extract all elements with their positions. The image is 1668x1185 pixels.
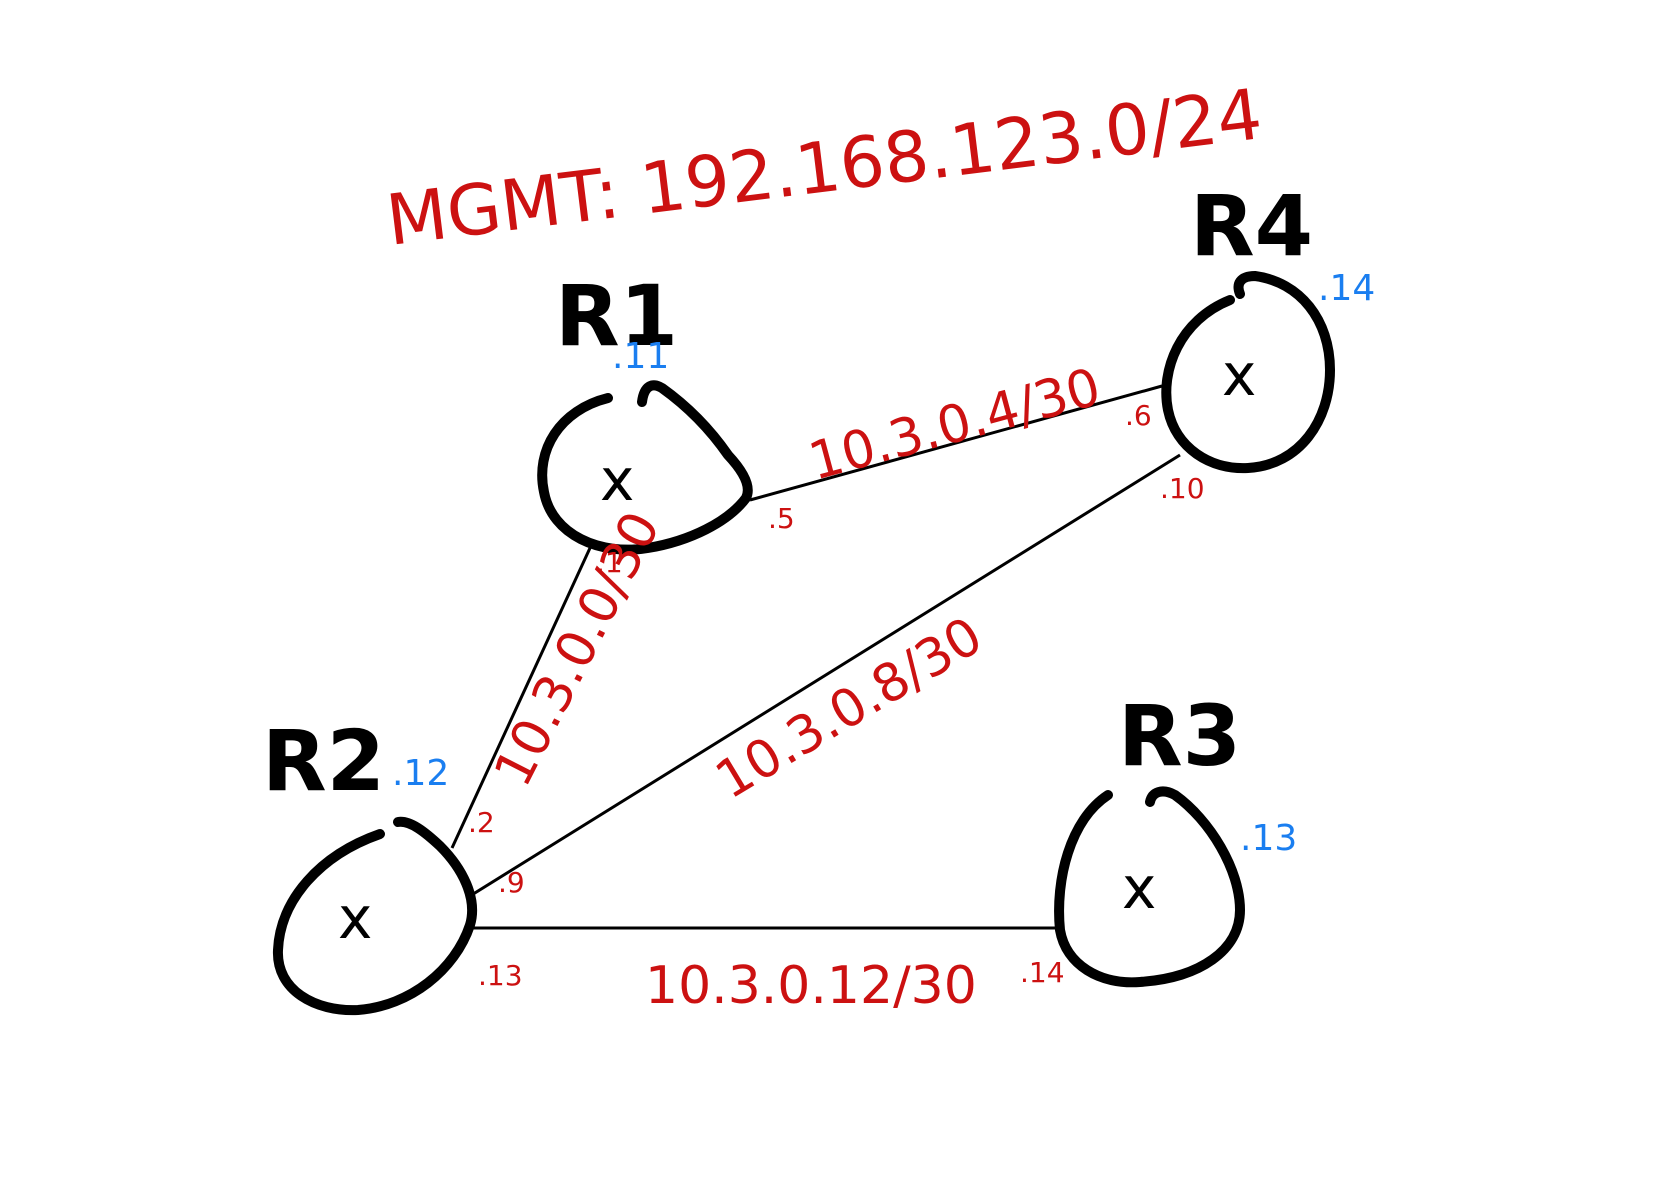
router-r3: x R3 .13 <box>1054 687 1297 988</box>
subnet-label-r1-r2: 10.3.0.0/30 <box>483 503 672 796</box>
if-label-r1-r2-r2: .2 <box>468 806 495 839</box>
router-r1-mgmt-ip: .11 <box>612 336 669 377</box>
router-r2-symbol <box>272 816 478 1016</box>
router-r4-name: R4 <box>1190 177 1313 275</box>
mgmt-subnet-title: MGMT: 192.168.123.0/24 <box>382 73 1266 262</box>
router-r1-symbol <box>537 380 753 555</box>
router-r4-symbol <box>1161 270 1336 474</box>
if-label-r1-r2-r1: .1 <box>596 546 623 579</box>
subnet-label-r1-r4: 10.3.0.4/30 <box>803 357 1107 492</box>
router-r3-name: R3 <box>1118 687 1241 785</box>
router-r1-mark: x <box>600 446 634 514</box>
link-r2-r4 <box>469 453 1181 898</box>
router-r2-mgmt-ip: .12 <box>392 753 449 794</box>
if-label-r1-r4-r4: .6 <box>1125 399 1152 432</box>
router-r3-mark: x <box>1122 854 1156 922</box>
link-r1-r4 <box>749 384 1163 502</box>
router-r3-symbol <box>1054 786 1246 988</box>
router-r2: x R2 .12 <box>262 712 478 1016</box>
if-label-r1-r4-r1: .5 <box>768 502 795 535</box>
subnet-label-r2-r3: 10.3.0.12/30 <box>645 956 977 1016</box>
router-r4-mgmt-ip: .14 <box>1318 268 1375 309</box>
if-label-r2-r3-r2: .13 <box>478 959 523 992</box>
router-r2-name: R2 <box>262 712 385 810</box>
router-r1: x R1 .11 <box>537 267 753 555</box>
link-r1-r2 <box>450 547 592 849</box>
router-r2-mark: x <box>338 884 372 952</box>
if-label-r2-r3-r3: .14 <box>1020 956 1065 989</box>
if-label-r2-r4-r4: .10 <box>1160 472 1205 505</box>
router-r3-mgmt-ip: .13 <box>1240 818 1297 859</box>
router-r1-name: R1 <box>555 267 678 365</box>
subnet-label-r2-r4: 10.3.0.8/30 <box>706 606 993 811</box>
router-r4-mark: x <box>1222 341 1256 409</box>
if-label-r2-r4-r2: .9 <box>498 866 525 899</box>
router-r4: x R4 .14 <box>1161 177 1375 474</box>
